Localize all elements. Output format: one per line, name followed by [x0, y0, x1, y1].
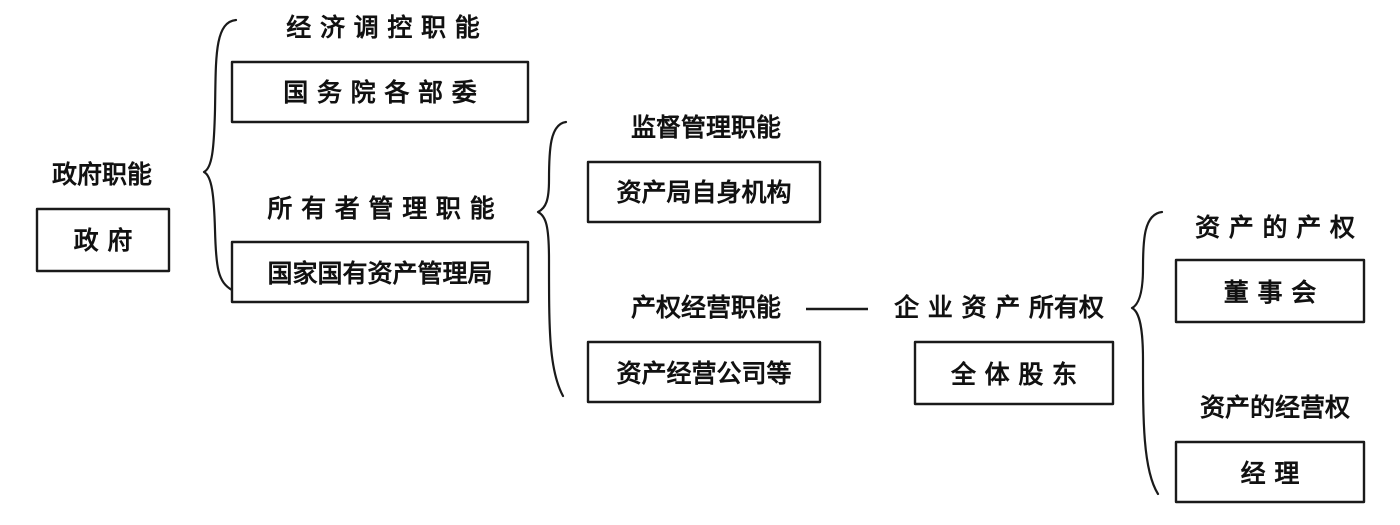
supervision-box-label: 资产局自身机构 — [616, 178, 791, 207]
ownership-box-label: 全 体 股 东 — [950, 360, 1077, 389]
ownership-heading: 企 业 资 产 所有权 — [894, 293, 1104, 322]
property-right-box-label: 董 事 会 — [1224, 278, 1316, 307]
operating-right-heading: 资产的经营权 — [1200, 393, 1350, 422]
operating-right-box-label: 经 理 — [1241, 459, 1300, 488]
economic-heading: 经 济 调 控 职 能 — [286, 13, 480, 42]
root-box: 政 府 — [35, 207, 171, 273]
bracket-ownership — [1130, 210, 1164, 496]
operation-heading: 产权经营职能 — [631, 293, 781, 322]
property-right-box: 董 事 会 — [1174, 258, 1366, 324]
operating-right-box: 经 理 — [1174, 440, 1366, 504]
ownership-box: 全 体 股 东 — [913, 340, 1115, 406]
operation-box: 资产经营公司等 — [586, 340, 822, 404]
bracket-root — [202, 18, 238, 292]
owner-box: 国家国有资产管理局 — [230, 240, 530, 304]
owner-box-label: 国家国有资产管理局 — [267, 259, 492, 288]
owner-heading: 所 有 者 管 理 职 能 — [267, 194, 494, 223]
property-right-heading: 资 产 的 产 权 — [1195, 213, 1355, 242]
root-box-label: 政 府 — [74, 226, 133, 255]
economic-box-label: 国 务 院 各 部 委 — [283, 78, 477, 107]
supervision-heading: 监督管理职能 — [631, 113, 781, 142]
bracket-owner — [536, 120, 568, 398]
economic-box: 国 务 院 各 部 委 — [230, 60, 530, 124]
supervision-box: 资产局自身机构 — [586, 160, 822, 224]
operation-box-label: 资产经营公司等 — [616, 359, 791, 388]
root-heading: 政府职能 — [52, 160, 152, 189]
